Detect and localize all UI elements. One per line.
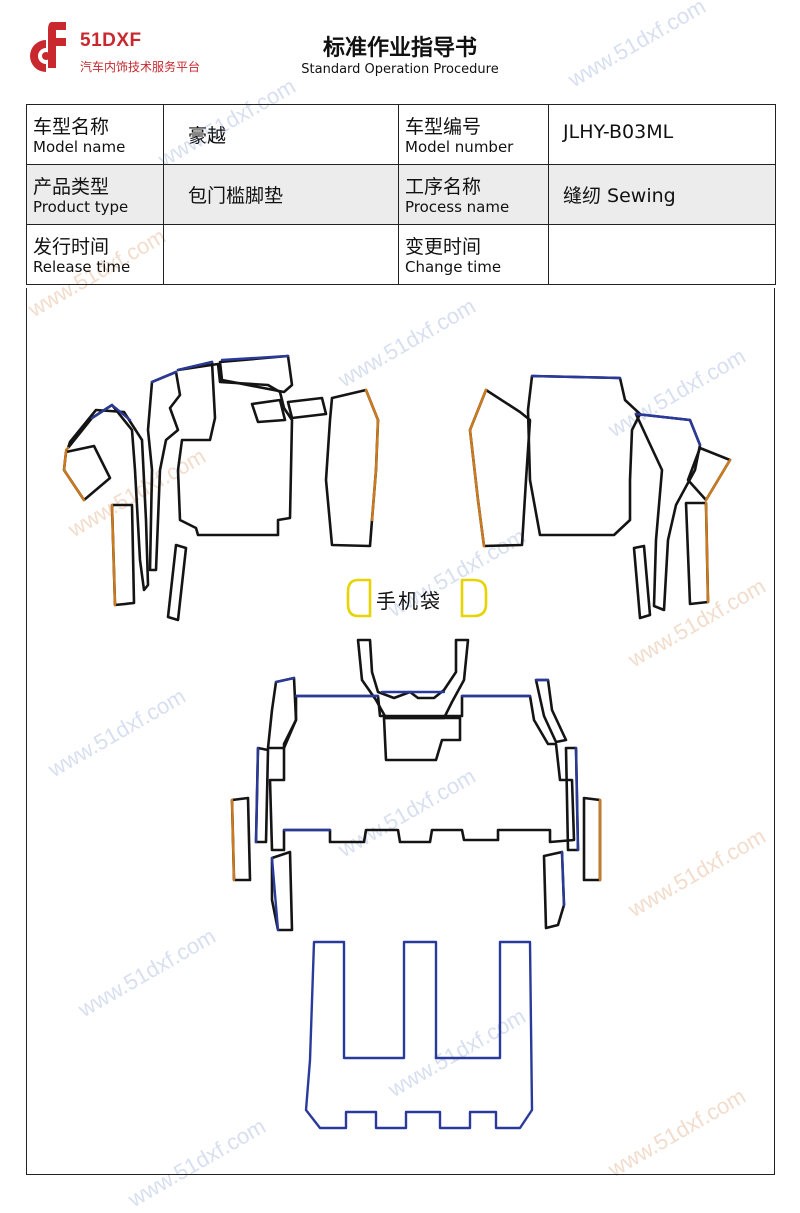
label-cn: 工序名称 bbox=[405, 176, 482, 198]
pattern-edge bbox=[704, 501, 710, 604]
pattern-piece bbox=[634, 412, 702, 612]
pattern-piece bbox=[632, 544, 652, 620]
pattern-edge bbox=[574, 746, 580, 852]
change-time-label: 变更时间 Change time bbox=[398, 224, 549, 285]
pattern-edge bbox=[254, 746, 260, 844]
pattern-edge bbox=[468, 388, 488, 548]
pattern-piece bbox=[146, 370, 182, 572]
label-en: Product type bbox=[33, 198, 129, 216]
pattern-piece bbox=[684, 501, 710, 606]
model-number-label: 车型编号 Model number bbox=[398, 104, 549, 165]
phone-pocket-markers bbox=[346, 578, 488, 618]
pattern-piece bbox=[250, 398, 287, 424]
pattern-piece bbox=[266, 676, 298, 750]
pattern-edge bbox=[176, 360, 214, 372]
phone-pocket-label: 手机袋 bbox=[376, 589, 442, 613]
label-en: Process name bbox=[405, 198, 510, 216]
pattern-piece bbox=[304, 940, 534, 1130]
pattern-edge bbox=[364, 388, 380, 522]
process-name-value: 缝纫 Sewing bbox=[548, 164, 776, 225]
value-text: 缝纫 Sewing bbox=[563, 185, 676, 207]
left-front-pieces bbox=[62, 354, 380, 622]
pattern-edge bbox=[274, 676, 296, 684]
rear-row-pieces bbox=[304, 940, 534, 1130]
pattern-edge bbox=[270, 856, 280, 932]
document-title: 标准作业指导书 bbox=[322, 36, 477, 61]
value-text: JLHY-B03ML bbox=[563, 121, 674, 143]
pattern-edge bbox=[634, 412, 702, 447]
release-time-label: 发行时间 Release time bbox=[26, 224, 164, 285]
pattern-edge bbox=[230, 798, 236, 882]
pocket-bracket-right bbox=[460, 578, 488, 618]
label-cn: 产品类型 bbox=[33, 176, 110, 198]
pattern-edge bbox=[150, 370, 178, 384]
product-type-value: 包门槛脚垫 bbox=[163, 164, 399, 225]
drawing-frame bbox=[26, 288, 775, 1175]
pattern-piece bbox=[176, 360, 294, 537]
pattern-piece bbox=[286, 396, 328, 420]
pattern-edge bbox=[560, 850, 566, 907]
label-en: Model name bbox=[33, 138, 126, 156]
pocket-bracket-left bbox=[346, 578, 372, 618]
pattern-piece bbox=[468, 388, 532, 548]
label-en: Change time bbox=[405, 258, 502, 276]
pattern-piece bbox=[66, 403, 150, 592]
value-text: 包门槛脚垫 bbox=[188, 185, 284, 207]
process-name-label: 工序名称 Process name bbox=[398, 164, 549, 225]
table-row: 产品类型 Product type 包门槛脚垫 工序名称 Process nam… bbox=[26, 164, 776, 225]
model-name-label: 车型名称 Model name bbox=[26, 104, 164, 165]
release-time-value bbox=[163, 224, 399, 285]
label-cn: 车型名称 bbox=[33, 116, 110, 138]
brand-logo bbox=[30, 22, 66, 72]
pattern-edge bbox=[530, 374, 622, 380]
table-row: 车型名称 Model name 豪越 车型编号 Model number JLH… bbox=[26, 104, 776, 165]
model-number-value: JLHY-B03ML bbox=[548, 104, 776, 165]
info-table: 车型名称 Model name 豪越 车型编号 Model number JLH… bbox=[26, 104, 776, 285]
value-text: 豪越 bbox=[188, 125, 227, 147]
pattern-piece bbox=[582, 796, 602, 882]
pattern-piece bbox=[356, 638, 470, 720]
pattern-piece bbox=[62, 444, 112, 502]
change-time-value bbox=[548, 224, 776, 285]
label-cn: 车型编号 bbox=[405, 116, 482, 138]
pattern-edge bbox=[62, 450, 86, 502]
pattern-piece bbox=[270, 850, 294, 932]
middle-row-pieces bbox=[230, 638, 602, 932]
pattern-piece bbox=[542, 850, 566, 930]
pattern-edge bbox=[90, 403, 132, 422]
pattern-edge bbox=[704, 458, 732, 502]
pattern-piece bbox=[526, 374, 642, 537]
document-title-en: Standard Operation Procedure bbox=[301, 62, 499, 77]
pattern-piece bbox=[218, 354, 294, 394]
product-type-label: 产品类型 Product type bbox=[26, 164, 164, 225]
table-row: 发行时间 Release time 变更时间 Change time bbox=[26, 224, 776, 285]
floor-mat-pattern-drawing bbox=[62, 354, 732, 1130]
label-cn: 发行时间 bbox=[33, 236, 110, 258]
pattern-edge bbox=[64, 446, 70, 452]
label-cn: 变更时间 bbox=[405, 236, 482, 258]
pattern-piece bbox=[382, 716, 462, 762]
pattern-piece bbox=[268, 694, 576, 852]
brand-name: 51DXF bbox=[80, 30, 142, 51]
pattern-piece bbox=[166, 543, 188, 622]
pattern-edge bbox=[110, 503, 117, 607]
right-front-pieces bbox=[468, 374, 732, 620]
pattern-edge bbox=[282, 694, 532, 832]
label-en: Model number bbox=[405, 138, 514, 156]
label-en: Release time bbox=[33, 258, 131, 276]
brand-subtitle: 汽车内饰技术服务平台 bbox=[80, 60, 201, 74]
pattern-piece bbox=[324, 388, 380, 548]
model-name-value: 豪越 bbox=[163, 104, 399, 165]
pattern-edge bbox=[220, 354, 290, 362]
